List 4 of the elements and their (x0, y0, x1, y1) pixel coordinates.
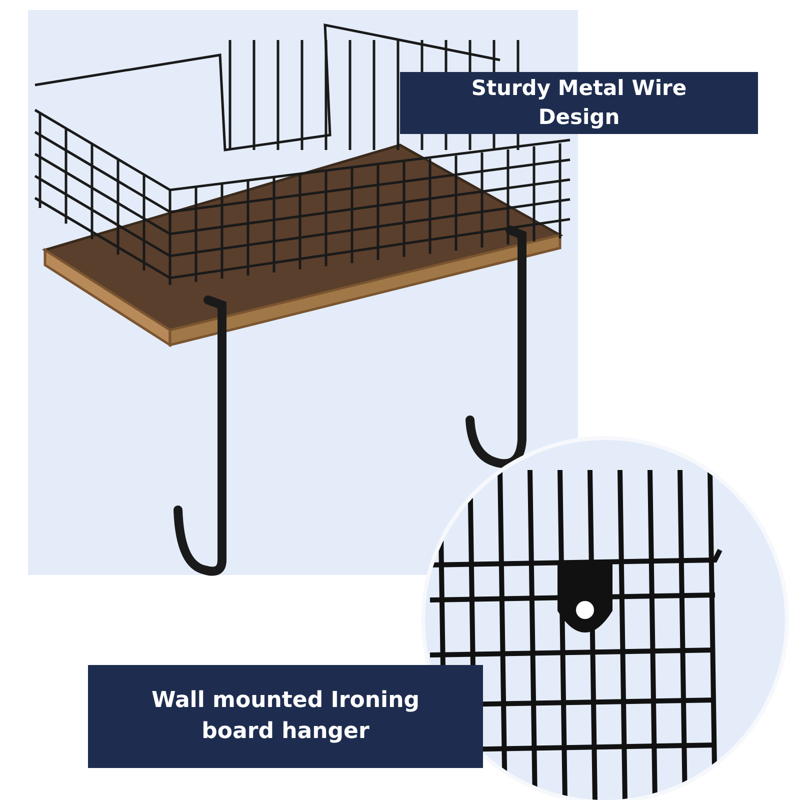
label-box (88, 665, 483, 768)
label-text: Sturdy Metal Wire Design (470, 74, 688, 131)
label-box (400, 72, 758, 134)
label-text: Wall mounted Ironing board hanger (150, 686, 421, 746)
